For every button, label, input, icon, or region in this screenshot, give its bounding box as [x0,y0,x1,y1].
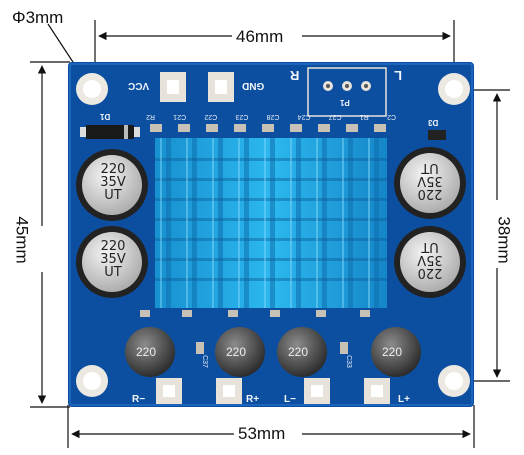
silk-r2: R2 [146,113,156,120]
silk-c23: C23 [235,113,249,120]
cap-voltage: 35V [417,173,443,188]
silk-c37: C37 [200,355,208,368]
inductor-1 [125,327,175,377]
inductor-4-label: 220 [382,345,403,359]
cap-voltage: 35V [100,175,126,190]
header-l-label: L [394,68,402,83]
silk-c22: C22 [204,113,218,120]
header-r-label: R [290,68,300,83]
diode-d3-label: D3 [428,118,439,127]
diode-d3 [428,130,446,140]
inductor-3 [277,327,327,377]
smd-row-bottom [140,310,370,354]
silk-top-row: C2 R1 C27 C24 C28 C23 C22 C21 R2 [146,113,396,120]
diode-d1-label: D1 [100,112,111,121]
silk-c24: C24 [297,113,311,120]
cap-brand: UT [104,265,122,280]
hole-diameter-label: Φ3mm [12,8,64,27]
gnd-label: GND [242,80,265,91]
vcc-label: VCC [128,80,150,91]
l-minus-label: L− [284,394,296,405]
silk-c33: C33 [344,355,352,368]
capacitor-right-top [394,147,466,219]
heatsink [155,138,387,308]
silk-r1: R1 [359,113,369,120]
capacitor-left-bottom-marking: 220 35V UT [95,240,131,279]
inductor-2 [215,327,265,377]
capacitor-right-bottom-marking: 220 35V UT [412,239,448,280]
bottom-width-label: 53mm [238,424,286,443]
diode-d1 [80,125,140,139]
inductor-4 [371,327,421,377]
smd-row-top [150,124,386,132]
cap-value: 220 [417,265,443,280]
inductor-3-label: 220 [288,345,309,359]
cap-value: 220 [417,186,443,201]
capacitor-left-top [76,149,148,221]
silk-c28: C28 [266,113,280,120]
cap-value: 220 [100,162,126,177]
top-width-label: 46mm [236,27,284,46]
silk-c21: C21 [173,113,187,120]
speaker-pads [156,378,390,404]
l-plus-label: L+ [398,394,410,405]
r-plus-label: R+ [246,394,260,405]
power-pads [160,72,234,102]
inductor-2-label: 220 [226,345,247,359]
cap-brand: UT [104,188,122,203]
capacitor-right-top-marking: 220 35V UT [412,160,448,201]
capacitor-left-bottom [76,226,148,298]
silk-c2: C2 [387,113,396,120]
cap-value: 220 [100,239,126,254]
mounting-holes [76,73,470,397]
silk-c27: C27 [328,113,342,120]
r-minus-label: R− [132,394,146,405]
inductor-1-label: 220 [136,345,157,359]
cap-voltage: 35V [100,252,126,267]
cap-voltage: 35V [417,252,443,267]
capacitor-right-bottom [394,226,466,298]
header-p1-label: P1 [340,98,350,107]
p1-header [307,67,387,117]
capacitor-left-top-marking: 220 35V UT [95,163,131,202]
